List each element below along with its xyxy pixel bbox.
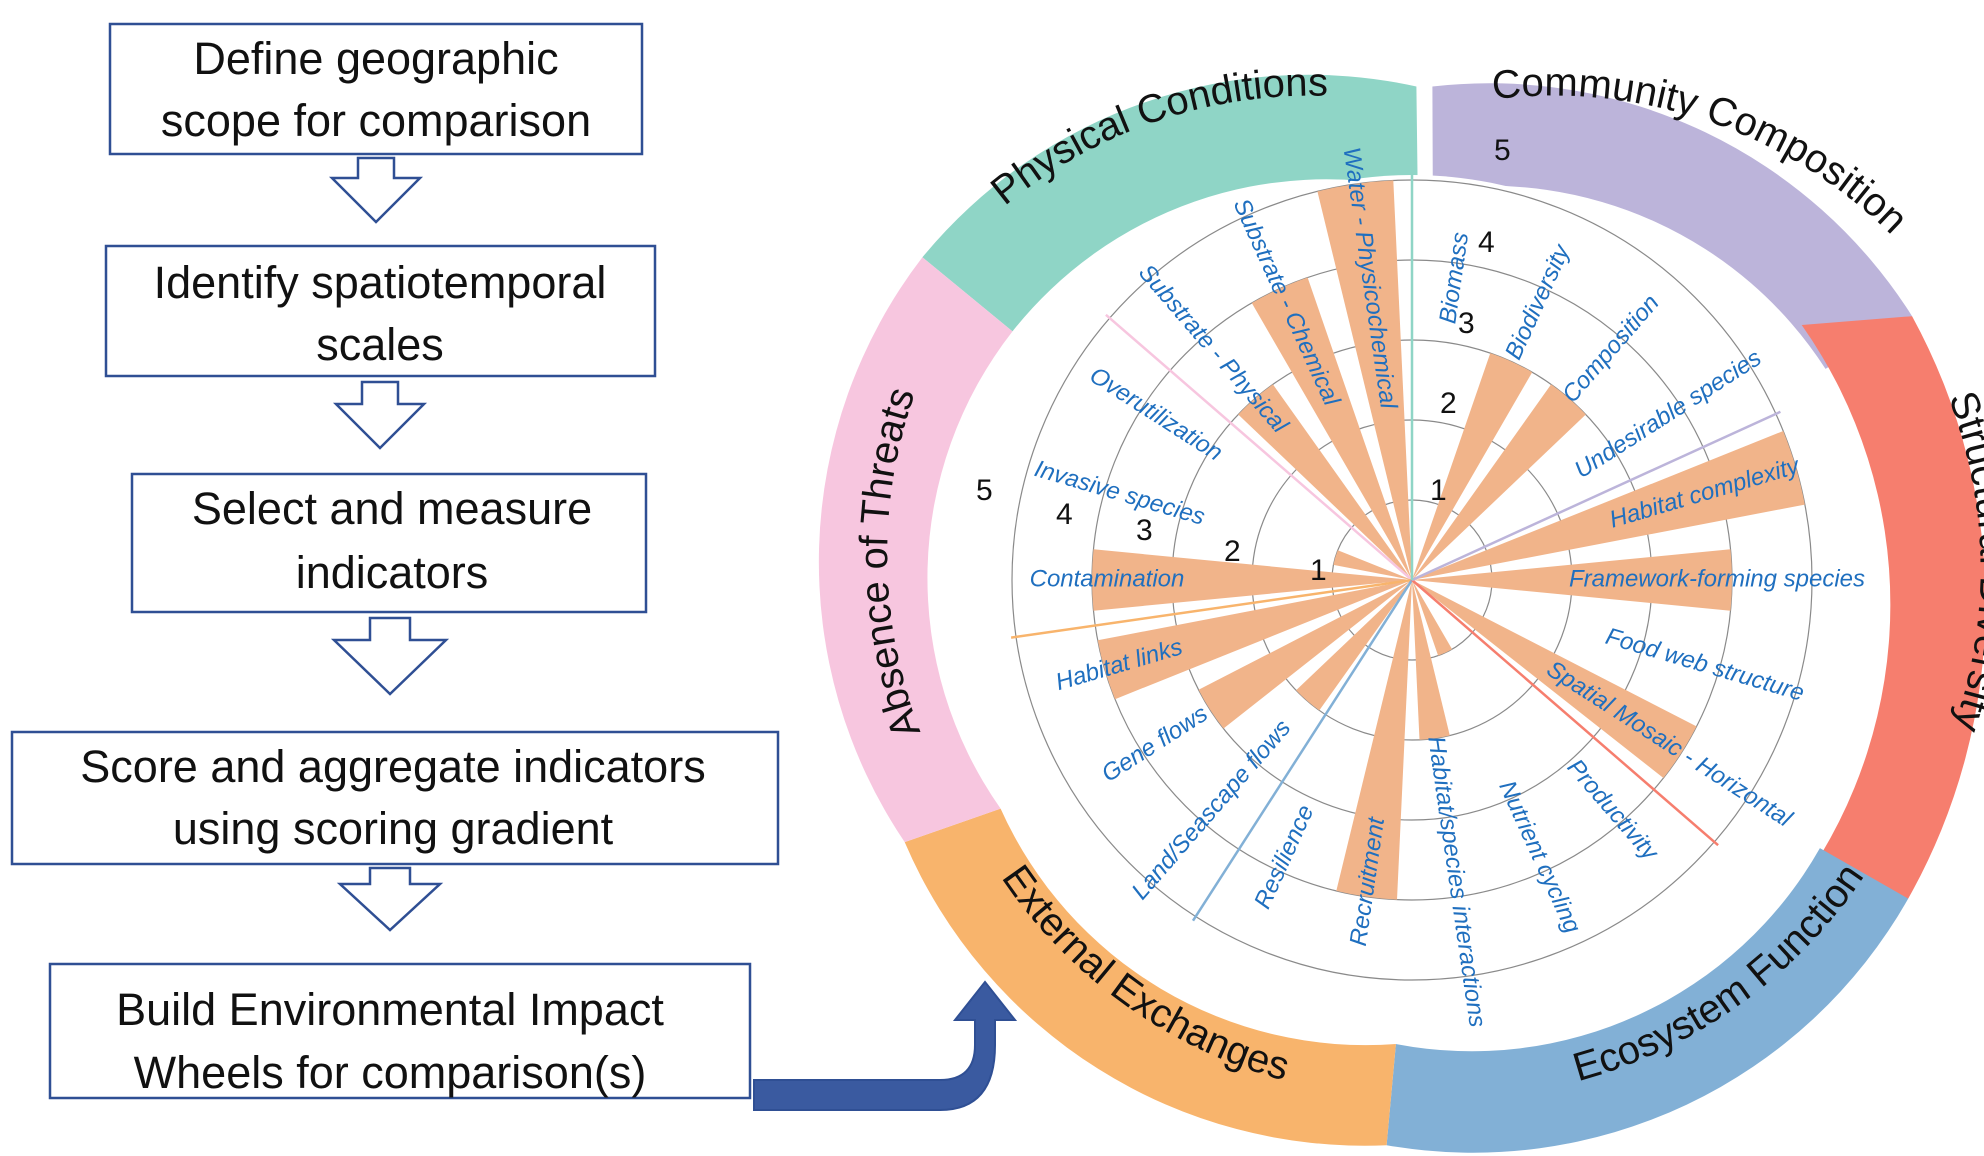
divider-ecosystem-function [1191, 579, 1414, 922]
category-ring [818, 74, 1984, 1153]
bar-nutrient-cycling [1412, 580, 1453, 656]
segment-physical-conditions [922, 74, 1418, 332]
divider-absence-of-threats [1105, 313, 1413, 581]
bar-composition [1412, 384, 1586, 580]
step-4-line-2: using scoring gradient [173, 803, 614, 854]
down-arrow-3 [330, 616, 450, 696]
step-1-line-2: scope for comparison [161, 95, 591, 146]
down-arrow-1 [328, 156, 424, 224]
bar-substrate-chemical [1251, 277, 1412, 580]
segment-ecosystem-function [1386, 848, 1909, 1153]
step-3-line-2: indicators [296, 547, 489, 598]
segment-community-composition [1432, 83, 1913, 369]
step-box-4: Score and aggregate indicators using sco… [10, 730, 780, 866]
bar-habitat-complexity [1412, 431, 1805, 580]
step-5-line-1: Build Environmental Impact [116, 984, 664, 1035]
bar-biodiversity [1412, 353, 1533, 580]
segment-absence-of-threats [818, 257, 1013, 843]
down-arrow-4 [336, 866, 444, 932]
scale-left: 1 2 3 4 5 [976, 474, 1327, 587]
flowchart: Define geographic scope for comparison I… [10, 22, 1018, 1111]
bar-framework-forming-species [1412, 549, 1732, 611]
scale-left-3: 3 [1136, 514, 1153, 547]
scale-top-4: 4 [1478, 226, 1495, 259]
scale-left-4: 4 [1056, 498, 1073, 531]
scale-left-2: 2 [1224, 535, 1241, 568]
step-2-line-1: Identify spatiotemporal [154, 257, 607, 308]
step-3-line-1: Select and measure [192, 483, 592, 534]
bar-invasive-species [1333, 550, 1412, 580]
bar-habitat-species-interactions [1412, 580, 1450, 740]
bar-contamination [1092, 549, 1412, 611]
scale-top: 1 2 3 4 5 [1430, 134, 1511, 507]
bar-water-physicochemical [1317, 180, 1412, 580]
segment-external-exchanges [904, 808, 1396, 1146]
scale-left-5: 5 [976, 474, 993, 507]
bar-land-seascape-flows [1296, 580, 1412, 711]
segment-structural-diversity [1800, 316, 1984, 899]
step-box-5: Build Environmental Impact Wheels for co… [48, 962, 752, 1100]
scale-top-3: 3 [1458, 307, 1475, 340]
down-arrow-2 [332, 380, 428, 450]
step-5-line-2: Wheels for comparison(s) [134, 1047, 647, 1098]
scale-top-1: 1 [1430, 474, 1447, 507]
step-box-1: Define geographic scope for comparison [108, 22, 644, 156]
bar-spatial-mosaic-horizontal [1412, 580, 1697, 778]
divider-external-exchanges [1010, 578, 1413, 639]
scale-top-2: 2 [1440, 387, 1457, 420]
step-4-line-1: Score and aggregate indicators [80, 741, 705, 792]
bar-gene-flows [1198, 580, 1412, 729]
indicator-bars [1092, 180, 1805, 900]
divider-community-composition [1411, 410, 1781, 582]
indicator-label-contamination: Contamination [1030, 565, 1185, 592]
step-2-line-2: scales [316, 319, 444, 370]
bar-recruitment [1336, 580, 1412, 900]
category-dividers [1010, 175, 1781, 922]
indicator-label-framework-forming-species: Framework-forming species [1569, 565, 1865, 592]
divider-structural-diversity [1411, 579, 1719, 847]
bar-habitat-links [1097, 580, 1412, 700]
scale-top-5: 5 [1494, 134, 1511, 167]
step-box-2: Identify spatiotemporal scales [104, 244, 657, 378]
wheel: Physical Conditions Community Compositio… [818, 60, 1984, 1153]
connector-arrow [753, 980, 1018, 1111]
step-1-line-1: Define geographic [193, 33, 558, 84]
step-box-3: Select and measure indicators [130, 472, 648, 614]
bar-substrate-physical [1238, 384, 1412, 580]
scale-left-1: 1 [1310, 554, 1327, 587]
